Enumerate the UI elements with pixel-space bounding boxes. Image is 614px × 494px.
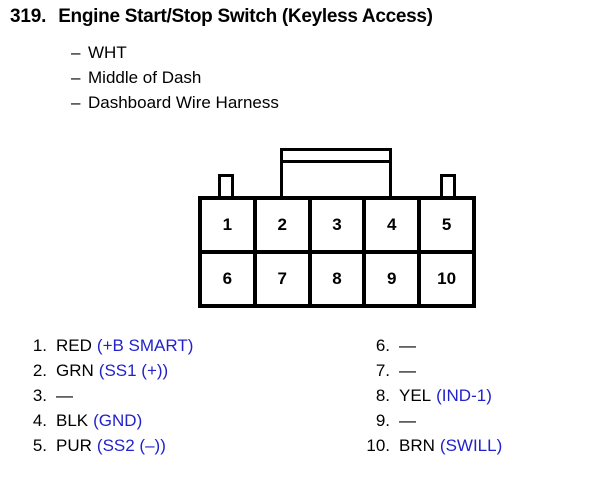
pin-legend-column-right: 6. — 7. — 8. YEL(IND-1) 9. — 10. <box>361 336 502 461</box>
dash-bullet-icon: – <box>71 68 81 87</box>
legend-pin-body: BLK(GND) <box>56 411 142 431</box>
legend-pin-number: 6. <box>375 336 390 355</box>
detail-line: –Dashboard Wire Harness <box>71 90 279 115</box>
pin-cell: 7 <box>257 254 312 304</box>
legend-row: 1. RED(+B SMART) <box>18 336 194 361</box>
dash-bullet-icon: – <box>71 93 81 112</box>
pin-cell: 8 <box>312 254 367 304</box>
connector-notch-left <box>218 174 234 200</box>
legend-pin-number: 3. <box>32 386 47 405</box>
legend-signal-name: (SWILL) <box>439 436 503 455</box>
legend-wire-color: — <box>56 386 73 405</box>
legend-row: 7. — <box>361 361 502 386</box>
pin-legend-column-left: 1. RED(+B SMART) 2. GRN(SS1 (+)) 3. — 4.… <box>18 336 194 461</box>
legend-pin-number: 2. <box>32 361 47 380</box>
legend-pin-number: 10. <box>366 436 390 455</box>
legend-pin-body: — <box>399 336 416 356</box>
legend-wire-color: GRN <box>56 361 94 380</box>
pin-cell: 9 <box>366 254 422 304</box>
detail-text: WHT <box>88 43 127 62</box>
legend-row: 2. GRN(SS1 (+)) <box>18 361 193 386</box>
legend-pin-body: — <box>399 361 416 381</box>
legend-pin-body: — <box>399 411 416 431</box>
legend-wire-color: BRN <box>399 436 435 455</box>
legend-wire-color: PUR <box>56 436 92 455</box>
legend-row: 4. BLK(GND) <box>18 411 193 436</box>
dash-bullet-icon: – <box>71 43 81 62</box>
detail-list: –WHT –Middle of Dash –Dashboard Wire Har… <box>71 40 279 115</box>
legend-row: 10. BRN(SWILL) <box>361 436 502 461</box>
legend-signal-name: (+B SMART) <box>96 336 194 355</box>
detail-line: –Middle of Dash <box>71 65 279 90</box>
legend-pin-number: 7. <box>375 361 390 380</box>
legend-pin-body: BRN(SWILL) <box>399 436 502 456</box>
legend-signal-name: (GND) <box>93 411 143 430</box>
pin-cell: 5 <box>441 215 452 234</box>
legend-pin-body: RED(+B SMART) <box>56 336 193 356</box>
legend-pin-number: 1. <box>32 336 47 355</box>
legend-wire-color: YEL <box>399 386 432 405</box>
connector-latch-tab <box>280 148 392 200</box>
legend-wire-color: RED <box>56 336 92 355</box>
legend-row: 5. PUR(SS2 (–)) <box>18 436 193 461</box>
detail-text: Middle of Dash <box>88 68 202 87</box>
connector-diagram: 1 2 3 4 5 6 7 8 9 10 <box>196 148 478 310</box>
pin-cell: 6 <box>202 254 257 304</box>
legend-pin-number: 4. <box>32 411 47 430</box>
legend-wire-color: — <box>399 361 416 380</box>
latch-bar <box>283 160 389 163</box>
page-title: 319. Engine Start/Stop Switch (Keyless Ac… <box>10 6 433 28</box>
pin-cell: 10 <box>437 269 457 288</box>
legend-row: 8. YEL(IND-1) <box>361 386 502 411</box>
legend-signal-name: (IND-1) <box>436 386 492 405</box>
legend-pin-body: PUR(SS2 (–)) <box>56 436 166 456</box>
legend-pin-body: GRN(SS1 (+)) <box>56 361 168 381</box>
legend-wire-color: BLK <box>56 411 89 430</box>
legend-wire-color: — <box>399 411 416 430</box>
legend-row: 9. — <box>361 411 502 436</box>
legend-signal-name: (SS1 (+)) <box>98 361 169 380</box>
pin-row-bottom: 6 7 8 9 10 <box>202 254 472 304</box>
legend-pin-number: 9. <box>375 411 390 430</box>
legend-pin-body: — <box>56 386 73 406</box>
pin-row-top: 1 2 3 4 5 <box>202 200 472 254</box>
legend-pin-number: 8. <box>375 386 390 405</box>
legend-row: 6. — <box>361 336 502 361</box>
legend-wire-color: — <box>399 336 416 355</box>
pin-cell: 1 <box>202 200 257 250</box>
legend-signal-name: (SS2 (–)) <box>96 436 166 455</box>
pin-cell: 2 <box>257 200 312 250</box>
item-title: Engine Start/Stop Switch (Keyless Access… <box>58 6 433 27</box>
connector-notch-right <box>440 174 456 200</box>
legend-pin-body: YEL(IND-1) <box>399 386 492 406</box>
legend-row: 3. — <box>18 386 193 411</box>
detail-line: –WHT <box>71 40 279 65</box>
detail-text: Dashboard Wire Harness <box>88 93 279 112</box>
legend-pin-number: 5. <box>32 436 47 455</box>
connector-pin-body: 1 2 3 4 5 6 7 8 9 10 <box>198 196 476 308</box>
pin-cell: 3 <box>312 200 367 250</box>
pin-cell: 4 <box>366 200 422 250</box>
item-number: 319. <box>10 6 47 27</box>
